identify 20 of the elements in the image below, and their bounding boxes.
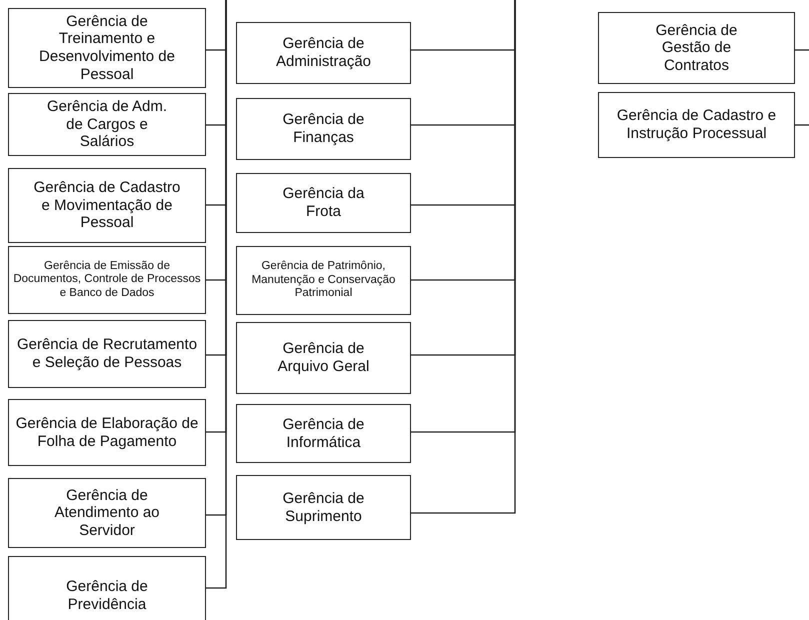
department-box: Gerência de Recrutamento e Seleção de Pessoas (8, 320, 206, 388)
department-box: Gerência de Cadastro e Movimentação de Pessoal (8, 168, 206, 243)
department-box: Gerência da Frota (236, 173, 411, 233)
department-box: Gerência de Administração (236, 22, 411, 84)
department-box: Gerência de Arquivo Geral (236, 322, 411, 394)
department-box: Gerência de Treinamento e Desenvolvimento de Pessoal (8, 8, 206, 88)
connector-line (795, 49, 809, 51)
department-box: Gerência de Cadastro e Instrução Processual (598, 92, 795, 158)
department-box: Gerência de Patrimônio, Manutenção e Conservação Patrimonial (236, 246, 411, 315)
department-box: Gerência de Informática (236, 404, 411, 463)
department-box: Gerência de Suprimento (236, 475, 411, 540)
connector-line (795, 124, 809, 126)
department-box: Gerência de Emissão de Documentos, Controle de Processos e Banco de Dados (8, 246, 206, 314)
department-box: Gerência de Finanças (236, 98, 411, 160)
department-box: Gerência de Previdência (8, 556, 206, 620)
department-box: Gerência de Adm. de Cargos e Salários (8, 93, 206, 156)
department-box: Gerência de Atendimento ao Servidor (8, 478, 206, 548)
connector-line (411, 0, 516, 514)
department-box: Gerência de Gestão de Contratos (598, 12, 795, 84)
department-box: Gerência de Elaboração de Folha de Pagamento (8, 399, 206, 466)
